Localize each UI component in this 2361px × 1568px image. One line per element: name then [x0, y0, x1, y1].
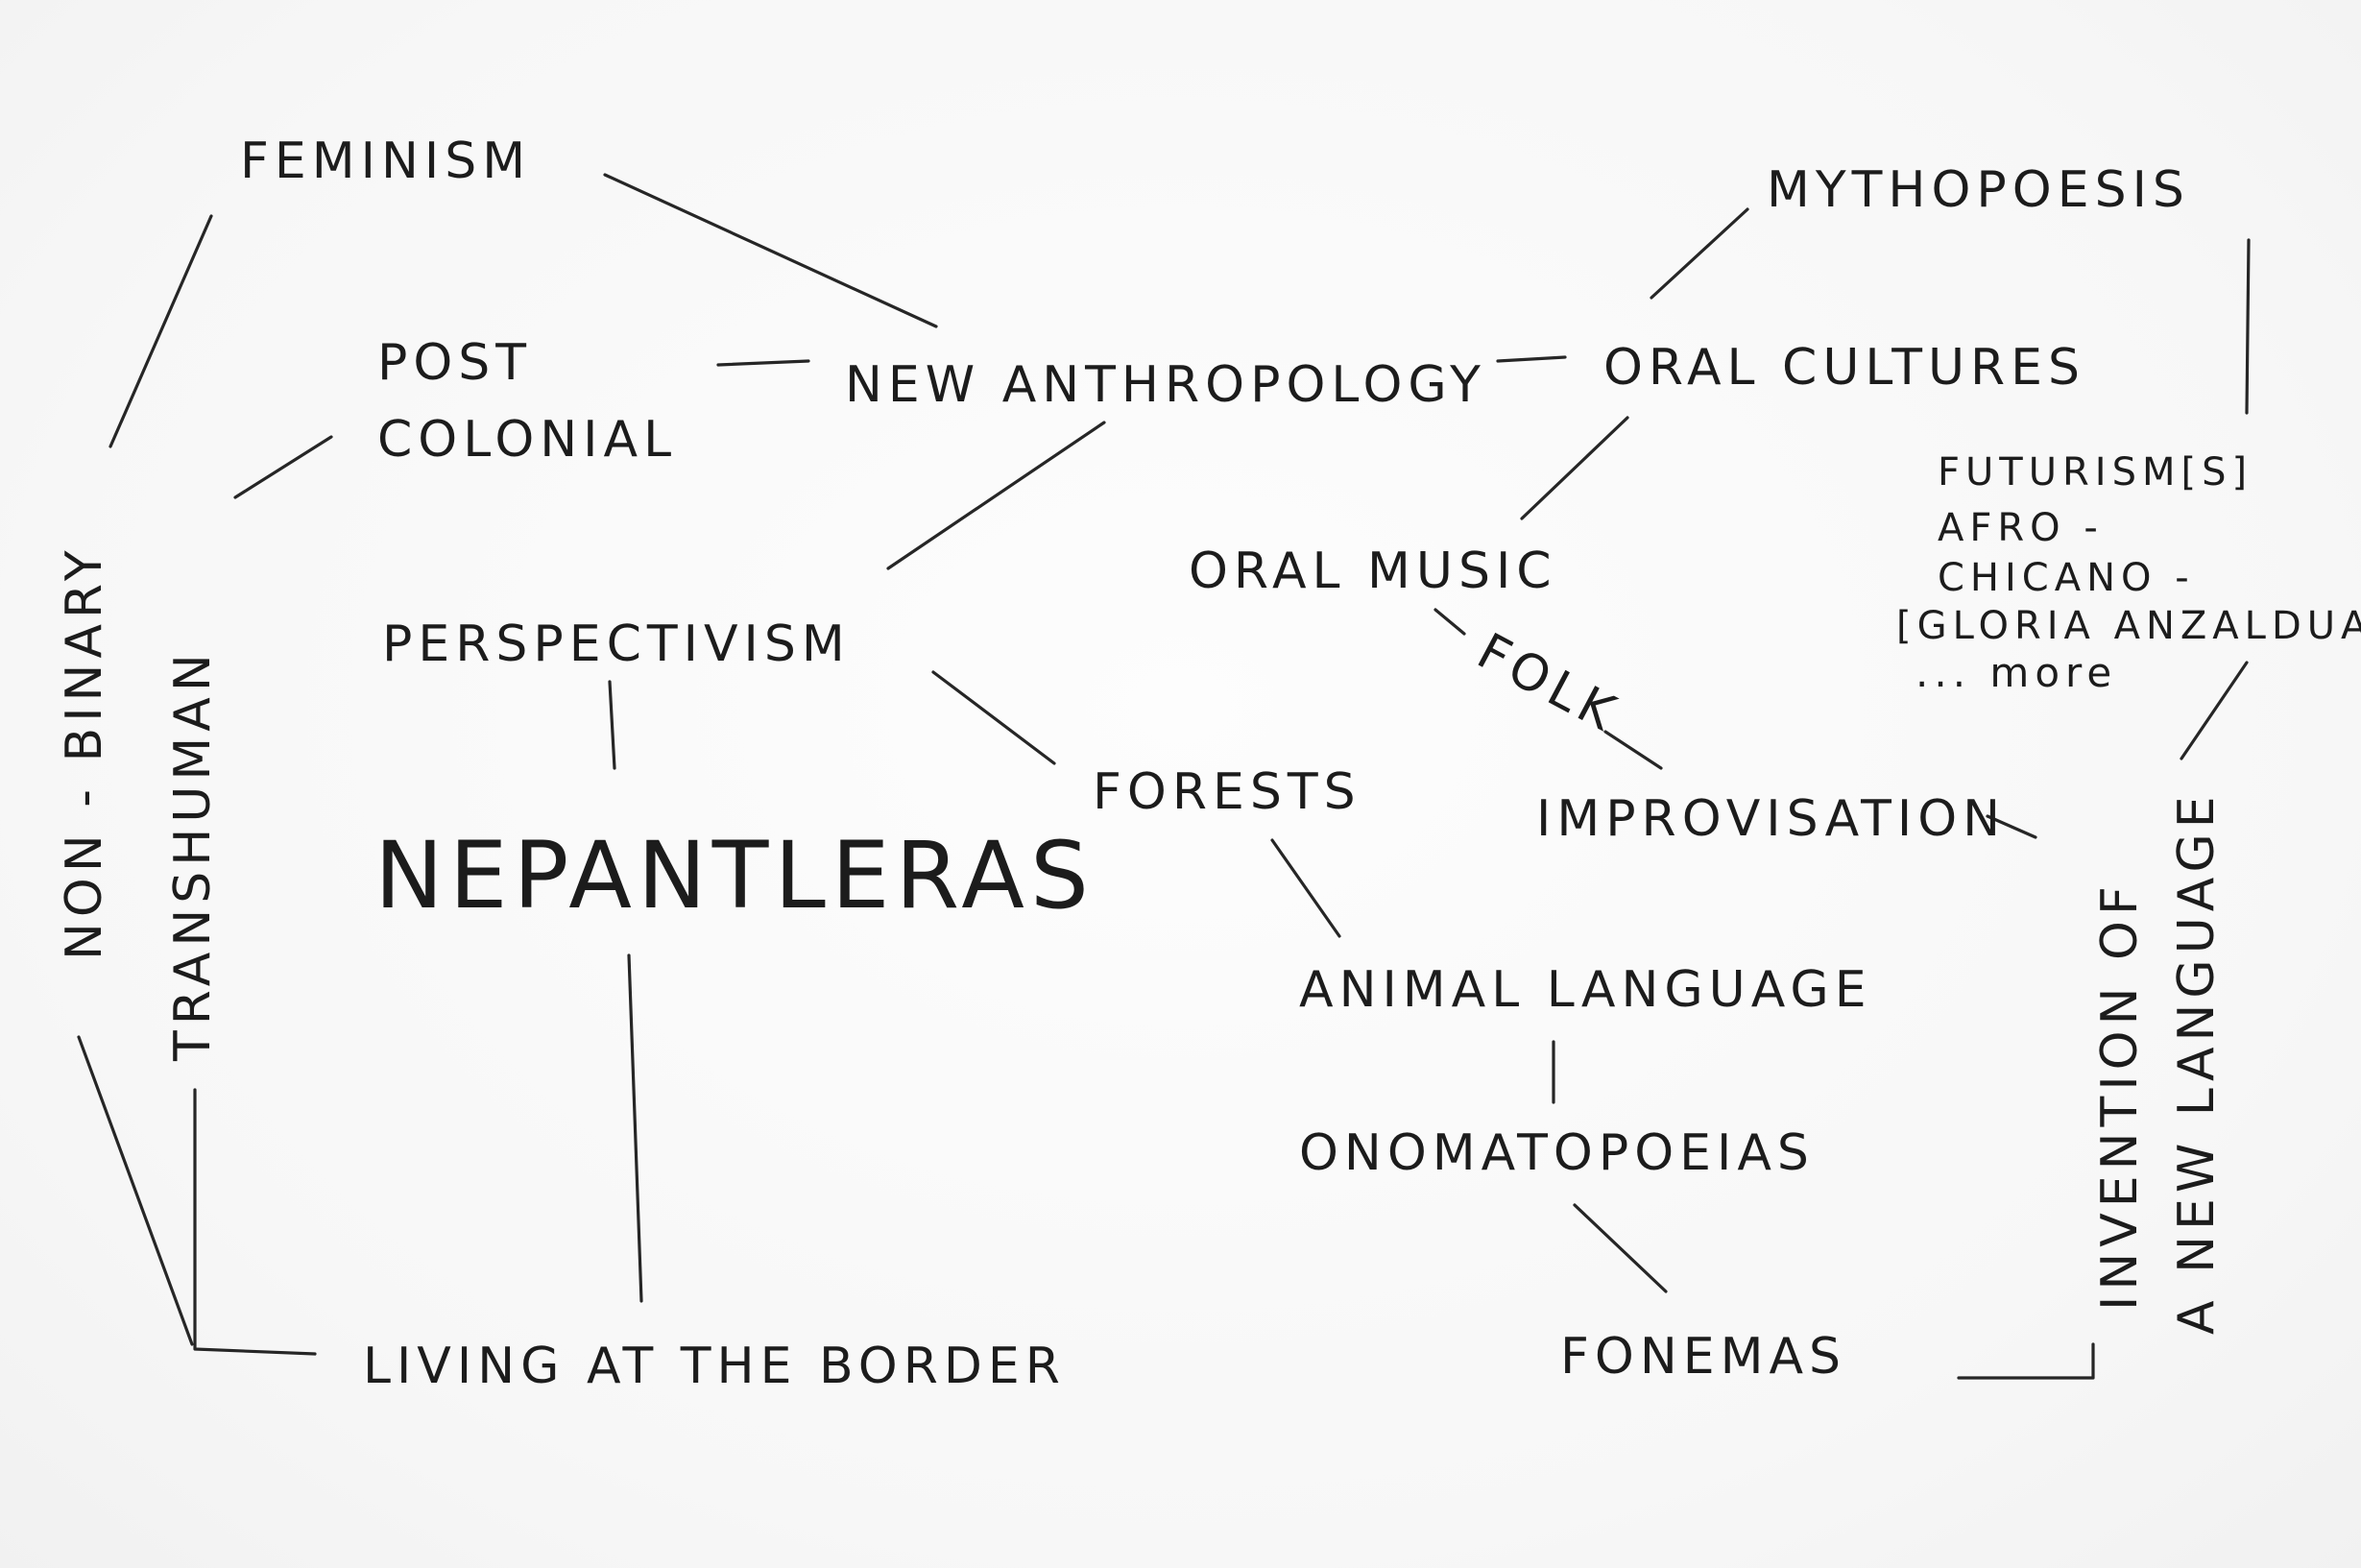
- line-non-binary-living-border: [77, 1035, 194, 1346]
- line-post-colonial-transhuman: [233, 435, 333, 499]
- node-mythopoesis: MYTHOPOESIS: [1767, 161, 2190, 219]
- node-chicano: CHICANO -: [1938, 556, 2195, 600]
- line-folk-improvisation: [1603, 730, 1663, 770]
- node-more: ... more: [1915, 649, 2117, 696]
- node-folk: FOLK: [1468, 623, 1629, 745]
- node-forests: FORESTS: [1093, 763, 1361, 821]
- line-oral-music-folk: [1433, 608, 1466, 636]
- node-colonial: COLONIAL: [377, 411, 677, 469]
- line-mythopoesis-futurisms: [2245, 238, 2251, 415]
- node-animal-language: ANIMAL LANGUAGE: [1299, 961, 1872, 1019]
- line-forests-animal-language: [1270, 838, 1341, 938]
- node-new-anthropology: NEW ANTHROPOLOGY: [845, 356, 1486, 414]
- node-feminism: FEMINISM: [240, 133, 531, 190]
- node-living-border: LIVING AT THE BORDER: [363, 1338, 1066, 1395]
- line-mythopoesis-oral-cultures: [1650, 207, 1749, 300]
- line-onomatopoeias-fonemas: [1573, 1203, 1668, 1293]
- line-new-anthropology-oral-cultures: [1496, 355, 1567, 363]
- line-post-colonial-new-anthropology: [716, 359, 810, 367]
- line-feminism-non-binary: [108, 214, 213, 448]
- node-fonemas: FONEMAS: [1560, 1328, 1846, 1386]
- node-invention-line2: A NEW LANGUAGE: [2168, 790, 2226, 1335]
- node-improvisation: IMPROVISATION: [1536, 790, 2006, 848]
- connector-lines: [77, 173, 2251, 1380]
- line-futurisms-invention: [2180, 661, 2249, 760]
- line-perspectivism-nepantleras: [608, 680, 616, 770]
- node-afro: AFRO -: [1938, 506, 2104, 550]
- line-improvisation-invention: [1986, 814, 2037, 839]
- line-new-anthropology-perspectivism: [886, 421, 1106, 570]
- node-oral-music: ORAL MUSIC: [1189, 543, 1557, 600]
- line-nepantleras-living-border: [627, 953, 643, 1303]
- line-transhuman-living-border: [193, 1088, 317, 1356]
- node-nepantleras: NEPANTLERAS: [374, 822, 1095, 929]
- node-transhuman: TRANSHUMAN: [164, 648, 222, 1062]
- node-non-binary: NON - BINARY: [56, 544, 113, 960]
- node-invention-line1: INVENTION OF: [2091, 880, 2149, 1311]
- line-oral-cultures-oral-music: [1520, 416, 1629, 520]
- node-perspectivism: PERSPECTIVISM: [382, 615, 851, 673]
- node-post: POST: [377, 334, 532, 392]
- line-perspectivism-forests: [931, 670, 1056, 765]
- node-futurisms: FUTURISM[S]: [1938, 450, 2253, 495]
- line-feminism-new-anthropology: [603, 173, 938, 328]
- node-onomatopoeias: ONOMATOPOEIAS: [1299, 1124, 1815, 1182]
- line-fonemas-invention: [1957, 1342, 2095, 1380]
- node-oral-cultures: ORAL CULTURES: [1603, 339, 2085, 397]
- concept-labels: FEMINISM MYTHOPOESIS POST COLONIAL NEW A…: [56, 133, 2361, 1395]
- node-gloria: [GLORIA ANZALDUA]: [1896, 604, 2361, 648]
